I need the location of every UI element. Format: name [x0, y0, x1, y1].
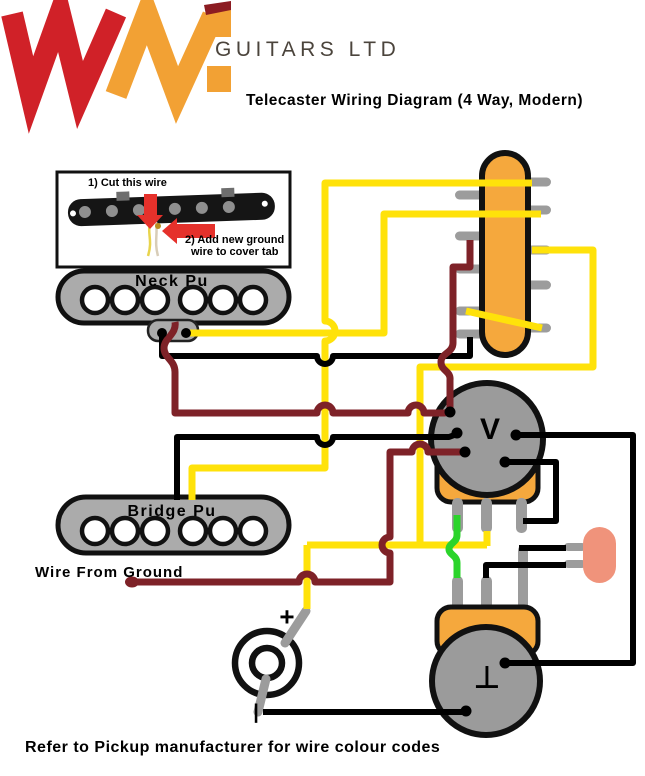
jack-negative-mark: |: [253, 701, 259, 724]
jack-positive-mark: +: [279, 601, 295, 632]
ground-tab-arrow-icon: [162, 218, 215, 244]
solder-dot: [499, 657, 511, 669]
logo-fold-accent: [204, 1, 231, 15]
volume-lug-right: [516, 498, 527, 533]
inset-instruction-step2-line2: wire to cover tab: [191, 246, 279, 258]
wire-switch-jumper-yellow: [465, 307, 543, 332]
cut-wire-arrow-icon: [137, 194, 163, 229]
pole-piece: [79, 515, 111, 547]
inset-instruction-step2-line1: 2) Add new ground: [185, 234, 285, 246]
output-jack: [231, 606, 311, 717]
solder-dot: [444, 406, 456, 418]
pole-piece: [237, 284, 269, 316]
switch-body: [479, 150, 531, 358]
pole-piece: [139, 284, 171, 316]
tone-pot: [429, 545, 543, 738]
solder-dot: [510, 429, 522, 441]
instruction-inset: [55, 170, 292, 269]
solder-dot: [459, 446, 471, 458]
brand-logo-icon: [1, 0, 231, 134]
logo-m-shape: [105, 0, 224, 124]
pole-piece: [177, 284, 209, 316]
capacitor-lead-bottom: [564, 560, 586, 568]
maroon-wires: [125, 240, 474, 588]
wire-bridge-ground-black: [174, 431, 459, 500]
company-name: GUITARS LTD: [215, 38, 401, 61]
inset-instruction-step1: 1) Cut this wire: [88, 177, 167, 189]
pole-piece: [237, 515, 269, 547]
solder-dot: [181, 328, 191, 338]
volume-pot-label: V: [479, 413, 501, 446]
wire-switch-link-maroon: [437, 240, 474, 408]
ground-wire-end-dot: [125, 576, 139, 588]
pole-piece: [207, 515, 239, 547]
wire-capacitor-bottom-black: [483, 562, 566, 578]
solder-dot: [451, 427, 463, 439]
black-wires: [159, 332, 636, 715]
pole-piece: [109, 515, 141, 547]
pole-piece: [177, 515, 209, 547]
tone-pot-ground-symbol: ⊥: [473, 661, 501, 695]
wire-bridge-hot-yellow: [188, 179, 532, 500]
bridge-pickup: [55, 494, 292, 556]
wire-volume-to-tone-green: [445, 515, 461, 578]
neck-pickup-label: Neck Pu: [135, 273, 209, 290]
inset-pickup-photo: [67, 187, 275, 227]
wire-neck-ground-black: [159, 332, 473, 367]
wire-from-ground-maroon: [137, 440, 464, 586]
solder-dot: [499, 456, 511, 468]
wire-volume-lug-loop-black: [505, 459, 559, 524]
wire-volume-to-tone-black: [508, 432, 636, 666]
ground-wire-label: Wire From Ground: [35, 564, 184, 581]
page-title: Telecaster Wiring Diagram (4 Way, Modern…: [246, 92, 584, 109]
tone-lug-right: [518, 545, 528, 611]
tone-lug-left: [452, 576, 463, 612]
volume-lug-middle: [481, 498, 492, 533]
tone-lug-middle: [481, 576, 492, 612]
footer-note: Refer to Pickup manufacturer for wire co…: [25, 739, 441, 756]
pole-piece: [139, 515, 171, 547]
jack-inner-ring: [248, 644, 286, 682]
pole-piece: [79, 284, 111, 316]
yellow-wires: [188, 179, 597, 609]
capacitor: [564, 527, 616, 583]
wire-switch-output-yellow: [303, 246, 597, 609]
jack-hot-lug: [280, 606, 311, 648]
solder-dot: [157, 328, 167, 338]
bridge-pickup-label: Bridge Pu: [127, 503, 217, 520]
capacitor-lead-top: [564, 543, 586, 551]
tone-pot-body: [429, 624, 543, 738]
wire-neck-hot-yellow: [190, 210, 541, 337]
wire-neck-link-maroon: [160, 321, 452, 417]
solder-dot: [460, 705, 472, 717]
pole-piece: [207, 284, 239, 316]
jack-ground-lug: [253, 674, 271, 717]
solder-joints: [157, 328, 522, 717]
logo-m-bar-bottom: [207, 66, 231, 92]
pole-piece: [109, 284, 141, 316]
capacitor-body: [583, 527, 616, 583]
logo-w-shape: [1, 0, 127, 134]
